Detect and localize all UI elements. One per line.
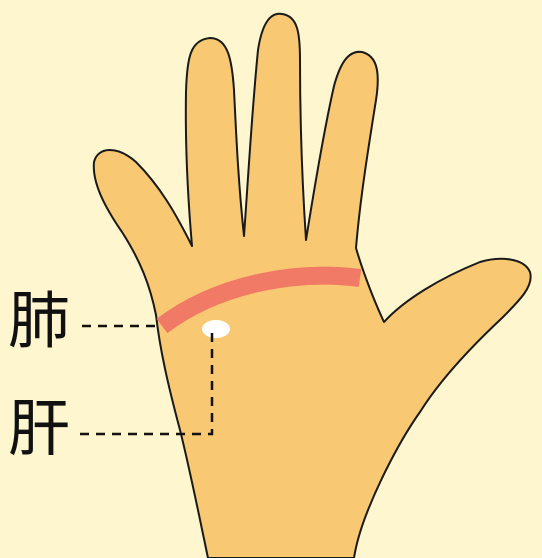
liver-point-marker: [202, 320, 230, 338]
label-lung: 肺: [8, 290, 70, 352]
label-liver: 肝: [8, 398, 70, 460]
